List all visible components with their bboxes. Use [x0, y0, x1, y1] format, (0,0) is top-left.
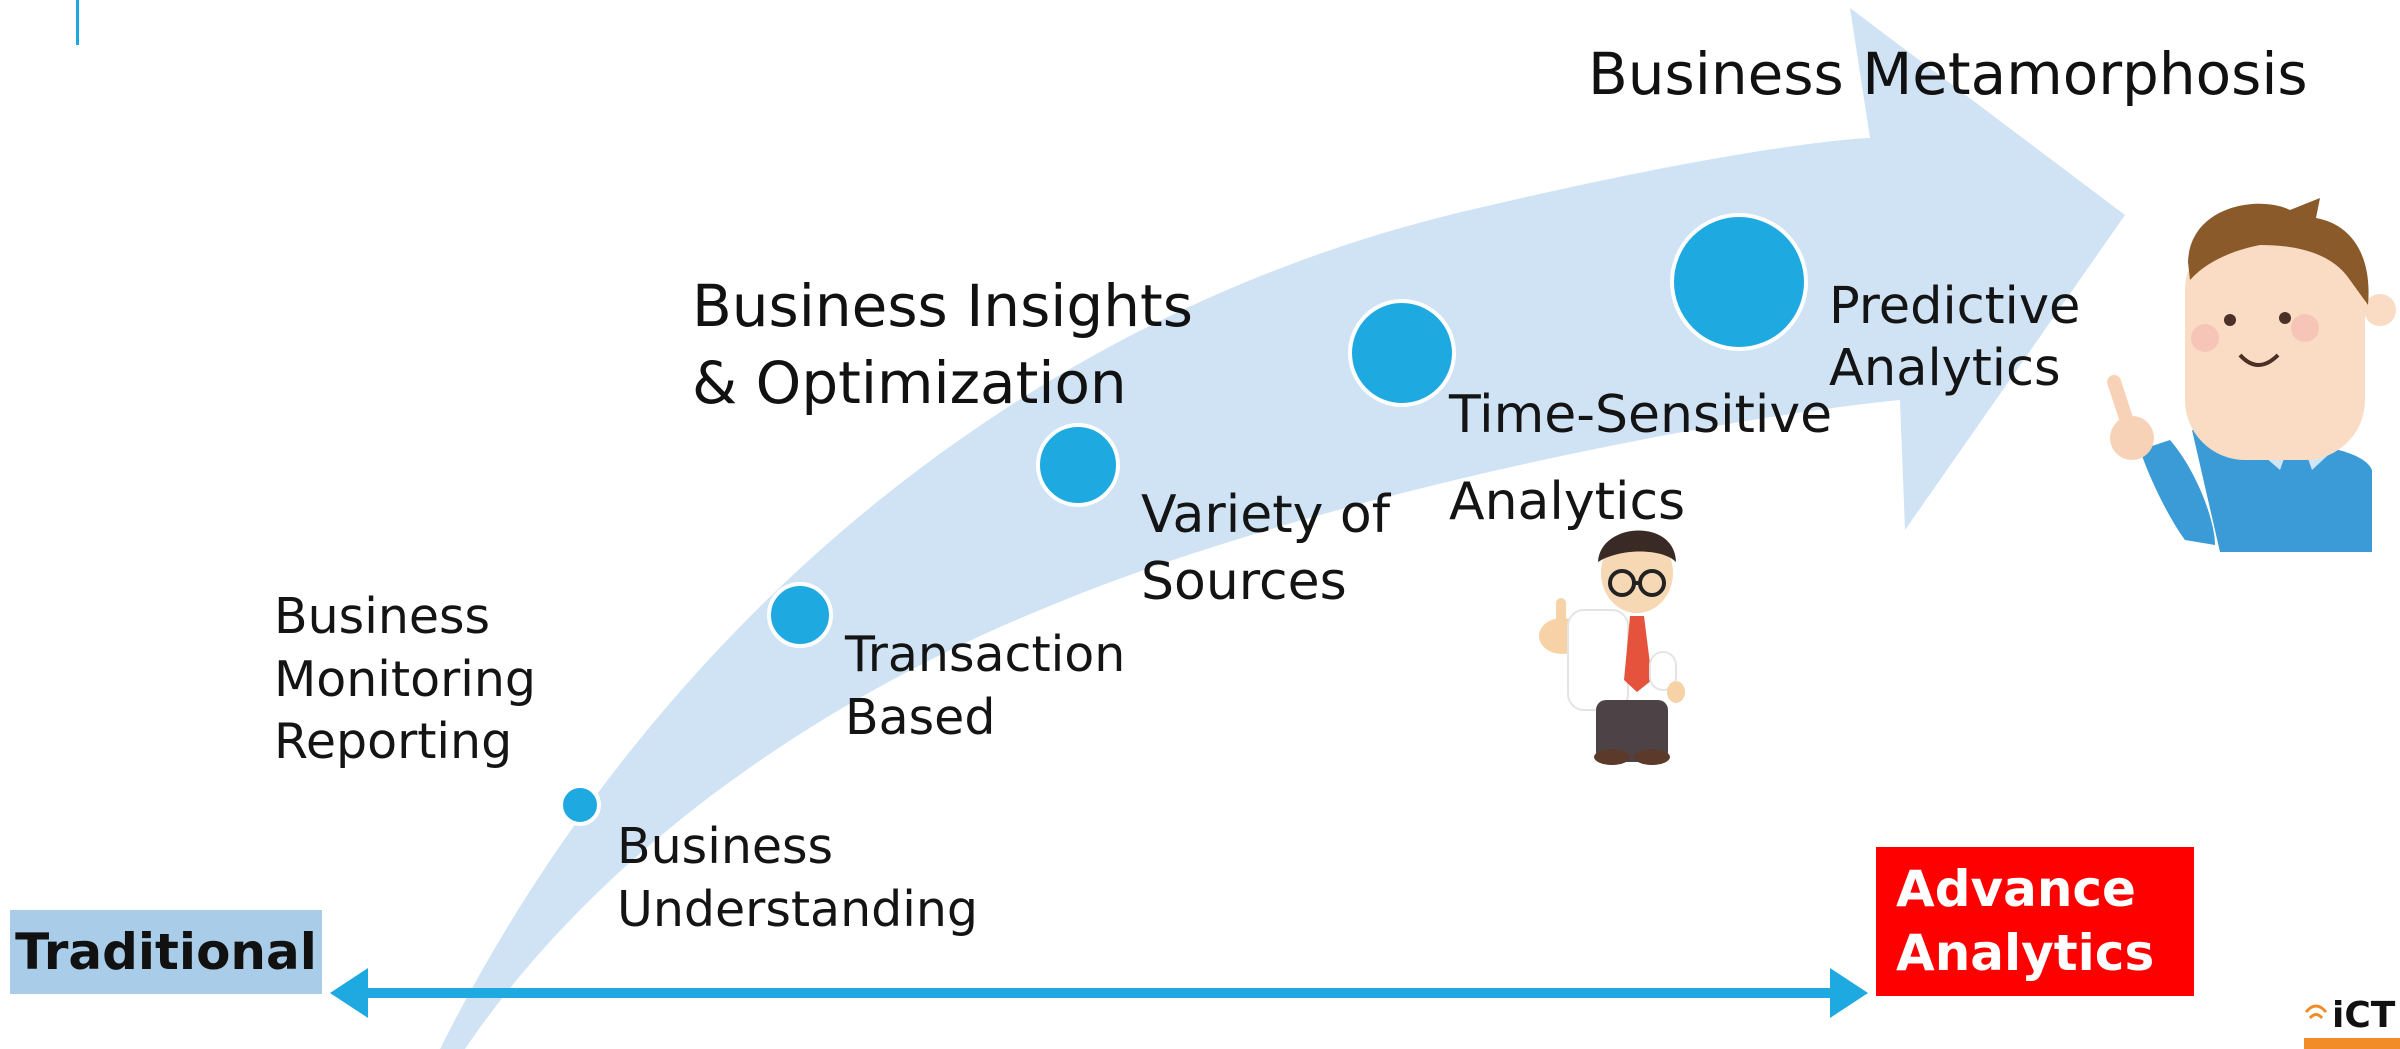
milestone-dot-4 — [1348, 299, 1456, 407]
stage-insights-line-2: & Optimization — [692, 348, 1127, 417]
milestone-label-2-line-1: Transaction — [845, 626, 1126, 683]
milestone-label-4: Time-Sensitive Analytics — [1449, 372, 1832, 547]
milestone-label-2: Transaction Based — [845, 624, 1125, 749]
stage-monitoring-label: Business Monitoring Reporting — [274, 586, 536, 774]
presenter-man-icon — [2107, 198, 2396, 552]
ict-logo-icon — [2304, 1004, 2400, 1049]
traditional-box: Traditional — [10, 910, 322, 994]
milestone-label-3-line-1: Variety of — [1141, 485, 1391, 545]
milestone-label-4-line-1: Time-Sensitive — [1449, 385, 1833, 445]
top-accent-line — [76, 0, 79, 45]
advance-analytics-line-2: Analytics — [1896, 924, 2155, 982]
milestone-label-1-line-1: Business — [617, 818, 834, 875]
milestone-dot-1 — [559, 784, 601, 826]
diagram-title: Business Metamorphosis — [1588, 40, 2308, 108]
advance-analytics-line-1: Advance — [1896, 860, 2136, 918]
stage-monitoring-line-3: Reporting — [274, 713, 513, 771]
stage-monitoring-line-2: Monitoring — [274, 650, 537, 708]
businessman-pointing-icon — [1539, 530, 1685, 765]
milestone-label-1: Business Understanding — [617, 816, 978, 941]
advance-analytics-box: Advance Analytics — [1876, 847, 2194, 996]
milestone-label-3: Variety of Sources — [1141, 482, 1390, 615]
stage-insights-label: Business Insights & Optimization — [692, 268, 1193, 421]
milestone-dot-5 — [1670, 213, 1808, 351]
scale-arrow — [330, 968, 1868, 1018]
milestone-label-1-line-2: Understanding — [617, 880, 979, 938]
milestone-dot-2 — [767, 582, 833, 648]
logo-text: iCT — [2332, 995, 2396, 1036]
stage-monitoring-line-1: Business — [274, 588, 491, 645]
milestone-label-5-line-1: Predictive — [1829, 277, 2081, 336]
stage-insights-line-1: Business Insights — [692, 272, 1193, 340]
milestone-label-5-line-2: Analytics — [1829, 339, 2061, 399]
milestone-label-4-line-2: Analytics — [1449, 472, 1686, 533]
milestone-label-3-line-2: Sources — [1141, 551, 1347, 612]
milestone-dot-3 — [1036, 423, 1120, 507]
milestone-label-2-line-2: Based — [845, 688, 996, 746]
milestone-label-5: Predictive Analytics — [1829, 276, 2080, 400]
